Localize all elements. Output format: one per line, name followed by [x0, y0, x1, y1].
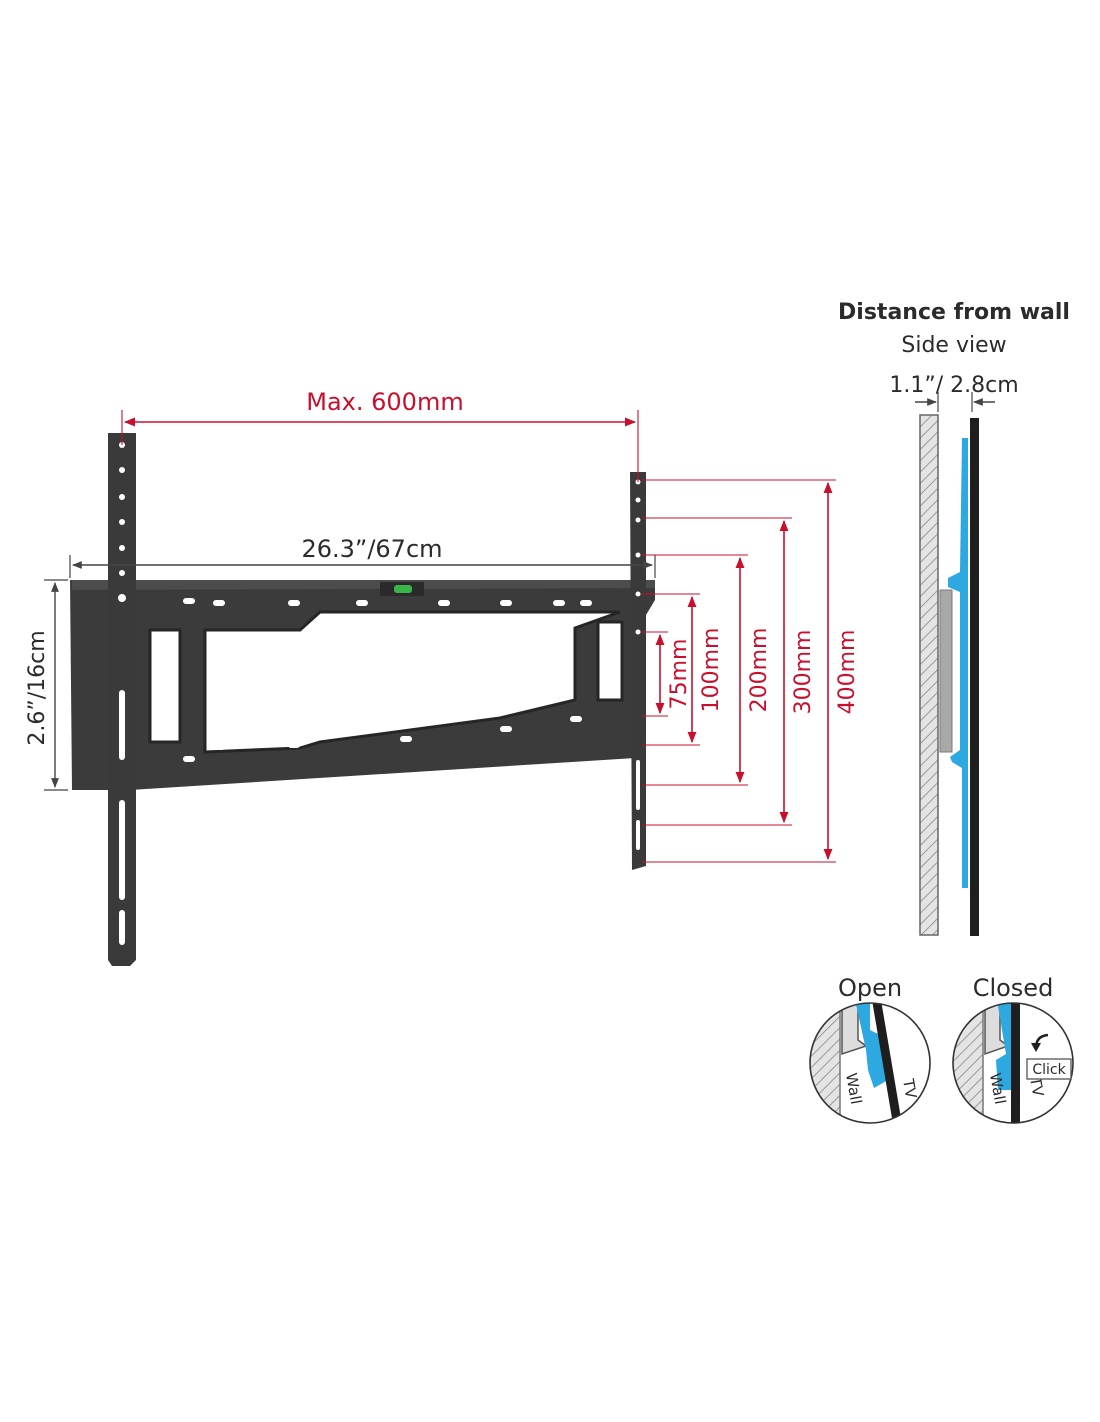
closed-tv-label: TV [1026, 1075, 1047, 1099]
distance-dimension [915, 392, 995, 412]
open-wall-label: Wall [842, 1072, 865, 1106]
lock-closed-detail: Closed Wall TV Click [952, 974, 1074, 1124]
click-label: Click [1032, 1062, 1066, 1078]
max-width-label: Max. 600mm [306, 388, 463, 416]
wall-plate-section [939, 589, 953, 753]
side-view-subtitle: Side view [901, 333, 1006, 358]
vesa-100-label: 100mm [699, 628, 724, 713]
plate-height-dimension: 2.6”/16cm [25, 579, 68, 791]
click-badge [1026, 1058, 1072, 1080]
vesa-200-label: 200mm [747, 628, 772, 713]
distance-label: 1.1”/ 2.8cm [889, 373, 1018, 398]
closed-wall-label: Wall [986, 1072, 1009, 1106]
plate-height-label: 2.6”/16cm [25, 630, 50, 745]
vesa-75-label: 75mm [667, 639, 692, 710]
open-tv-label: TV [899, 1077, 920, 1101]
side-view-header: Distance from wall Side view 1.1”/ 2.8cm [838, 300, 1070, 398]
tv-bracket-section [948, 438, 968, 888]
plate-width-dimension: 26.3”/67cm [69, 535, 656, 578]
open-label: Open [838, 974, 902, 1002]
wall-plate-bracket [70, 433, 655, 966]
closed-label: Closed [973, 974, 1054, 1002]
tv-section [970, 418, 979, 936]
wall-section [919, 414, 939, 936]
side-view-title: Distance from wall [838, 300, 1070, 325]
vesa-300-label: 300mm [791, 630, 816, 715]
vesa-400-label: 400mm [835, 630, 860, 715]
lock-open-detail: Open Wall TV [809, 974, 931, 1124]
max-width-dimension: Max. 600mm [121, 388, 639, 482]
vesa-dimensions: 75mm 100mm 200mm 300mm 400mm [642, 479, 860, 863]
side-view-drawing [919, 414, 979, 936]
plate-width-label: 26.3”/67cm [301, 535, 442, 563]
